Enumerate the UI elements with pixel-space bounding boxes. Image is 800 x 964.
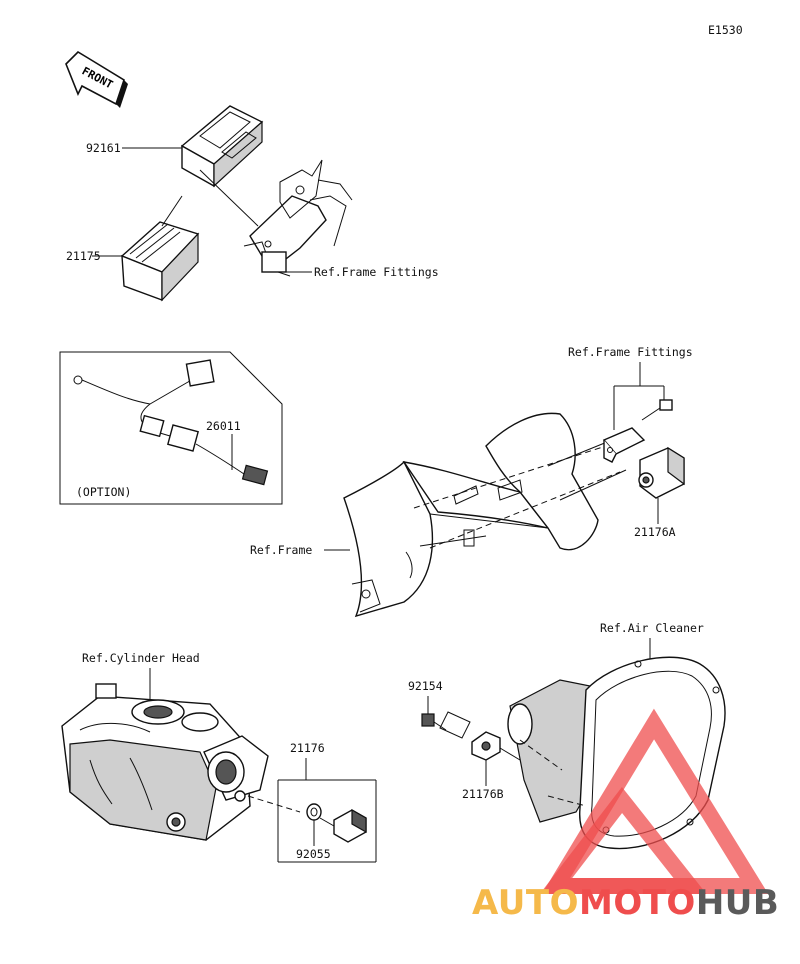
label-option: (OPTION) [76, 485, 131, 499]
sensor-21176a [638, 446, 685, 499]
watermark-logo: AUTOMOTOHUB [472, 708, 779, 923]
ecu-21175 [120, 221, 200, 302]
front-arrow-icon: FRONT [65, 50, 128, 108]
watermark-auto: AUTO [472, 883, 579, 923]
label-ref-frame-fittings-top: Ref.Frame Fittings [314, 265, 439, 279]
label-21176a: 21176A [634, 525, 676, 539]
diagram-code: E1530 [708, 23, 743, 37]
watermark-hub: HUB [696, 883, 779, 923]
label-26011: 26011 [206, 419, 241, 433]
screw-92154 [421, 713, 447, 731]
sensor-21176b [471, 731, 521, 761]
bolt-icon [641, 399, 673, 421]
label-21176: 21176 [290, 741, 325, 755]
label-ref-frame: Ref.Frame [250, 543, 312, 557]
svg-text:AUTOMOTOHUB: AUTOMOTOHUB [472, 883, 779, 923]
ecu-bracket [243, 159, 353, 277]
temp-sensor-21176 [319, 808, 367, 843]
label-92154: 92154 [408, 679, 443, 693]
sensor-bracket [602, 427, 646, 463]
o-ring-92055 [306, 803, 322, 821]
frame [343, 412, 627, 618]
label-21176b: 21176B [462, 787, 504, 801]
label-ref-frame-fittings-mid: Ref.Frame Fittings [568, 345, 693, 359]
label-92055: 92055 [296, 847, 331, 861]
label-ref-air-cleaner: Ref.Air Cleaner [600, 621, 704, 635]
watermark-moto: MOTO [579, 883, 696, 923]
cylinder-head [61, 683, 269, 841]
ecu-92161 [180, 105, 264, 188]
label-92161: 92161 [86, 141, 121, 155]
option-harness-box [59, 351, 283, 505]
label-21175: 21175 [66, 249, 101, 263]
label-ref-cylinder-head: Ref.Cylinder Head [82, 651, 200, 665]
